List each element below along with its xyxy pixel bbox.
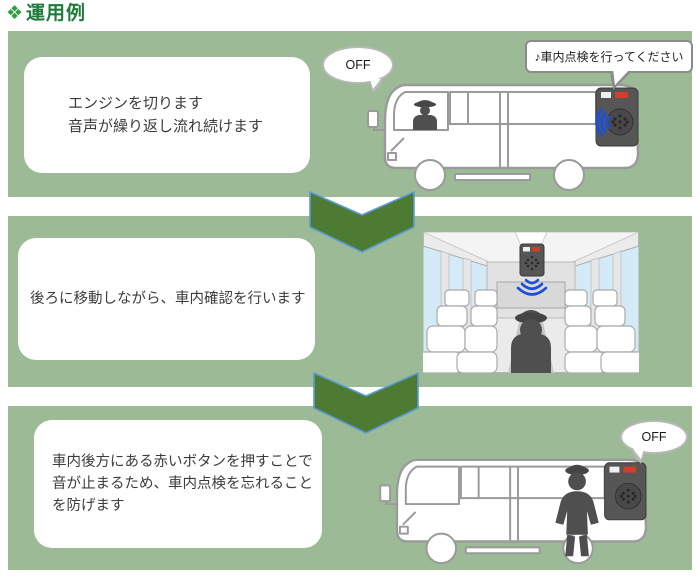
driver-icon [511,310,551,373]
stop-button [615,92,628,98]
front-wheel [425,532,457,565]
driver-icon [555,464,599,557]
instruction-line: エンジンを切ります [68,95,204,112]
instruction-line: を防げます [52,498,125,514]
stop-button [532,247,540,252]
down-chevron-icon [309,191,415,253]
bus-side-icon [367,83,640,191]
page-title-text: 運用例 [26,3,87,24]
page-title: ❖運用例 [6,0,86,28]
down-chevron-icon [313,372,419,434]
speaker-device-icon [604,462,647,521]
off-label: OFF [345,58,371,72]
diamond-bullet-icon: ❖ [6,3,25,24]
instruction-line: 音が止まるため、車内点検を忘れること [52,476,313,492]
bus-interior-icon [423,232,639,373]
off-speech-bubble: OFF [620,420,688,464]
seat-rows [423,289,639,373]
instruction-line: 音声が繰り返し流れ続けます [68,118,264,135]
front-wheel [414,159,446,191]
step-panel-1: エンジンを切ります 音声が繰り返し流れ続けます OFF ♪車内点検を行ってくださ… [8,31,693,197]
step-panel-3: 車内後方にある赤いボタンを押すことで 音が止まるため、車内点検を忘れること を防… [8,406,692,570]
instruction-line: 車内後方にある赤いボタンを押すことで [52,454,313,470]
instruction-box-3: 車内後方にある赤いボタンを押すことで 音が止まるため、車内点検を忘れること を防… [34,420,322,548]
rear-wheel [553,159,585,191]
instruction-box-2: 後ろに移動しながら、車内確認を行います [18,238,315,360]
announcement-callout: ♪車内点検を行ってください [525,40,693,90]
speaker-device-icon [519,243,545,277]
instruction-box-1: エンジンを切ります 音声が繰り返し流れ続けます [24,57,310,173]
sound-waves-icon [595,108,611,137]
stop-button [623,466,637,473]
sound-waves-icon [516,278,548,296]
off-label: OFF [641,430,667,444]
off-speech-bubble: OFF [322,46,394,94]
bus-side-icon [379,458,648,565]
instruction-line: 後ろに移動しながら、車内確認を行います [30,290,306,307]
announcement-text: ♪車内点検を行ってください [534,50,684,64]
driver-icon [413,100,437,130]
